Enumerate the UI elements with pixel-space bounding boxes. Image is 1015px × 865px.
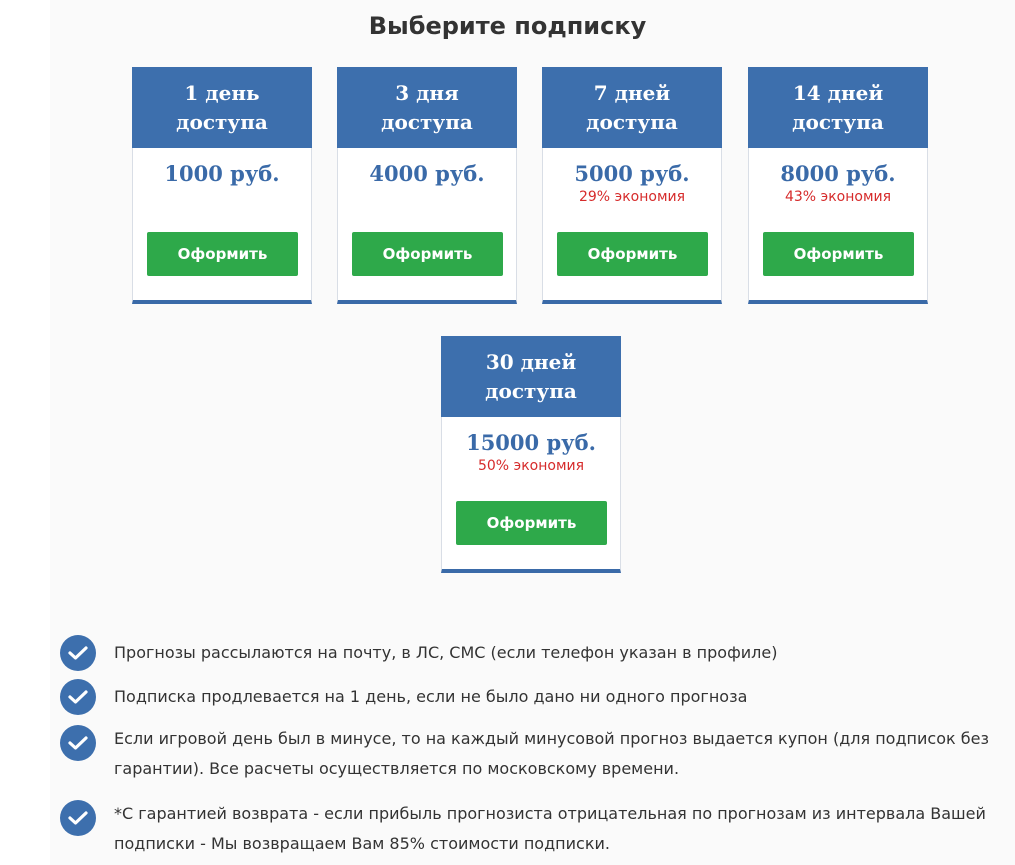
plan-header: 1 день доступа [132, 67, 312, 148]
plan-duration: 30 дней [485, 349, 577, 374]
check-circle-icon [60, 635, 96, 671]
subscribe-button[interactable]: Оформить [557, 232, 708, 276]
plan-price: 4000 руб. [369, 161, 485, 186]
subscribe-button[interactable]: Оформить [147, 232, 298, 276]
plan-price: 15000 руб. [466, 430, 596, 455]
plan-access-label: доступа [792, 109, 884, 134]
plan-access-label: доступа [381, 109, 473, 134]
feature-item: Если игровой день был в минусе, то на ка… [60, 725, 1004, 784]
plan-saving [338, 189, 516, 207]
plan-header: 7 дней доступа [542, 67, 722, 148]
feature-item: *С гарантией возврата - если прибыль про… [60, 800, 1004, 859]
plan-duration: 3 дня [395, 80, 459, 105]
plan-header: 14 дней доступа [748, 67, 928, 148]
feature-item: Подписка продлевается на 1 день, если не… [60, 679, 1004, 715]
plan-saving: 43% экономия [784, 189, 892, 205]
plan-access-label: доступа [586, 109, 678, 134]
plan-card-3-days: 3 дня доступа 4000 руб. Оформить [337, 67, 517, 304]
feature-text: *С гарантией возврата - если прибыль про… [114, 804, 986, 853]
subscribe-button[interactable]: Оформить [456, 501, 607, 545]
plan-duration: 14 дней [792, 80, 884, 105]
check-circle-icon [60, 725, 96, 761]
page-title: Выберите подписку [368, 12, 647, 40]
plan-card-1-day: 1 день доступа 1000 руб. Оформить [132, 67, 312, 304]
plan-duration: 1 день [184, 80, 260, 105]
subscribe-button[interactable]: Оформить [763, 232, 914, 276]
plan-card-14-days: 14 дней доступа 8000 руб. 43% экономия Оф… [748, 67, 928, 304]
feature-text: Если игровой день был в минусе, то на ка… [114, 729, 989, 778]
check-circle-icon [60, 800, 96, 836]
plan-header: 3 дня доступа [337, 67, 517, 148]
feature-text: Прогнозы рассылаются на почту, в ЛС, СМС… [114, 643, 778, 662]
plan-price: 1000 руб. [164, 161, 280, 186]
feature-item: Прогнозы рассылаются на почту, в ЛС, СМС… [60, 635, 1004, 671]
plan-card-30-days: 30 дней доступа 15000 руб. 50% экономия О… [441, 336, 621, 573]
plan-access-label: доступа [176, 109, 268, 134]
feature-text: Подписка продлевается на 1 день, если не… [114, 687, 748, 706]
plan-access-label: доступа [485, 378, 577, 403]
plan-price: 5000 руб. [574, 161, 690, 186]
plan-saving: 50% экономия [477, 458, 585, 474]
plan-saving [133, 189, 311, 207]
plan-header: 30 дней доступа [441, 336, 621, 417]
plan-saving: 29% экономия [578, 189, 686, 205]
plan-card-7-days: 7 дней доступа 5000 руб. 29% экономия Офо… [542, 67, 722, 304]
plan-duration: 7 дней [593, 80, 671, 105]
plan-price: 8000 руб. [780, 161, 896, 186]
subscribe-button[interactable]: Оформить [352, 232, 503, 276]
check-circle-icon [60, 679, 96, 715]
